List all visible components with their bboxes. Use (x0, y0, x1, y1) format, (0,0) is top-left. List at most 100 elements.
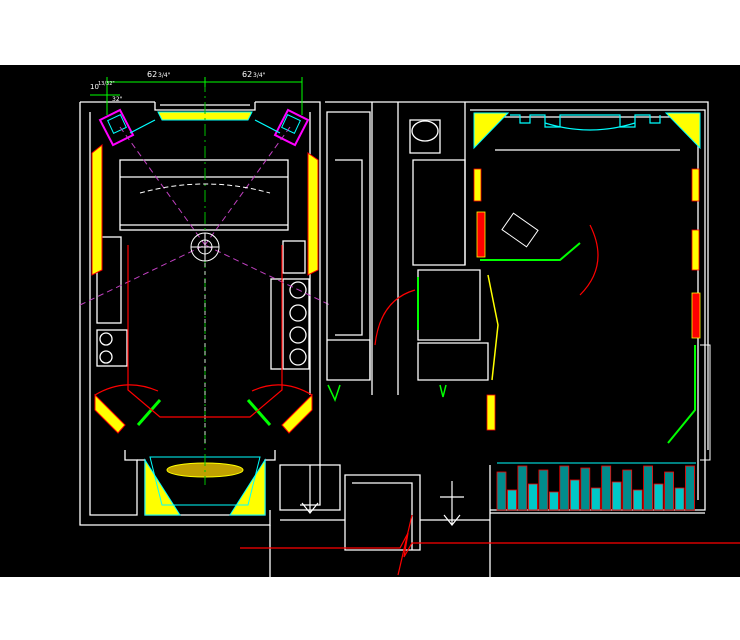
console-edge (120, 176, 288, 226)
corridor-wall-top (325, 101, 709, 450)
live-room-outer (470, 109, 706, 511)
corner-left-upper (94, 393, 126, 434)
floor-plan-svg: 62 3/4" 62 3/4" 10 13/32" 32" (79, 70, 740, 577)
corridor-box-2 (327, 339, 371, 380)
bass-trap-array (496, 462, 696, 511)
dim-small-a: 10 (90, 83, 99, 91)
bass-trap-bar (538, 469, 549, 511)
bass-trap-bar (569, 479, 580, 511)
arrow-down-icon-2 (440, 481, 464, 526)
monitor-right (273, 108, 310, 147)
corridor-green-door-3 (439, 384, 447, 398)
control-room-outer-wall (79, 101, 321, 526)
corridor-box-1-inner (335, 159, 363, 336)
cabinet-mid (417, 269, 481, 341)
bass-trap-bar (653, 483, 664, 511)
dim-left-fraction: 3/4" (158, 72, 171, 79)
corridor-door-swing (374, 289, 416, 346)
speaker-right-1 (289, 281, 307, 299)
sightlines (79, 80, 331, 485)
monitor-left-inner (107, 114, 127, 134)
toilet (409, 119, 441, 154)
bass-trap-bar (632, 489, 643, 511)
live-left-panel-1 (473, 168, 482, 202)
control-room-panels (91, 108, 319, 516)
door-swing-left (94, 384, 159, 396)
live-piano-bench (501, 212, 539, 248)
bottom-wall (269, 465, 491, 577)
bass-trap-bar (528, 483, 538, 511)
live-left-panel-3 (486, 394, 496, 431)
mixing-console (119, 159, 289, 231)
bass-trap-bar (643, 465, 653, 511)
dim-left-value: 62 (147, 70, 157, 79)
live-right-panel-3 (691, 292, 701, 339)
speaker-right-2 (289, 304, 307, 322)
bass-trap-bar (559, 465, 570, 511)
corner-right-upper (281, 393, 313, 434)
door-swing-right (251, 384, 313, 396)
rack-left-upper (96, 236, 122, 324)
listener-icon (190, 232, 220, 262)
corridor-green-door-2 (327, 384, 341, 403)
divider-wall (371, 102, 399, 395)
bass-trap-bar (622, 469, 633, 511)
speaker-left-2 (99, 350, 113, 364)
live-right-panel-1 (691, 168, 700, 202)
speaker-right-3 (289, 326, 307, 344)
monitor-left (98, 108, 135, 147)
rack-right-upper (282, 240, 306, 274)
bass-trap-bar (590, 487, 601, 511)
corner-right-green (246, 399, 272, 426)
room-boundary-red (127, 245, 283, 418)
control-room-inner-wall (89, 112, 138, 516)
right-wall-panel (307, 152, 319, 276)
live-diffuser (510, 114, 661, 128)
live-room (470, 109, 706, 514)
live-green-door-2 (667, 345, 696, 444)
dim-right-value: 62 (242, 70, 252, 79)
live-room-inner (478, 116, 699, 500)
console-arc (139, 183, 271, 194)
bottom-bay-glass (149, 456, 261, 506)
bass-trap-bar (507, 489, 517, 511)
arrow-down-icon (301, 465, 319, 514)
stair-block (279, 464, 341, 511)
control-room (79, 101, 321, 526)
sightline-left (119, 126, 206, 246)
middle-corridor (269, 101, 709, 577)
break-line-icon (240, 514, 740, 576)
door-block (344, 474, 421, 551)
live-door-swing (579, 224, 599, 296)
dim-small-b: 13/32" (98, 81, 115, 87)
bass-trap-bar (611, 481, 622, 511)
live-top-left-trap (473, 112, 510, 150)
bass-trap-bar (517, 465, 528, 511)
sightline-right (204, 126, 291, 246)
sightline-left-wide (79, 244, 331, 306)
door-block-inner (352, 482, 413, 550)
speaker-right-4 (289, 348, 307, 366)
cad-drawing-canvas: 62 3/4" 62 3/4" 10 13/32" 32" (0, 65, 740, 577)
bass-trap-bar (496, 471, 507, 511)
bass-trap-bar (601, 465, 612, 511)
rack-right-lower (270, 278, 310, 370)
bass-trap-bar (674, 487, 685, 511)
live-right-panel-2 (691, 229, 700, 271)
toilet-bowl (411, 120, 439, 142)
front-yellow-panel (157, 111, 253, 121)
monitor-baffle (129, 119, 281, 134)
corner-left-green (136, 399, 162, 426)
left-wall-panel (91, 143, 103, 276)
live-left-panel-2 (476, 211, 486, 258)
rack-left-lower (96, 329, 128, 367)
cabinet-top (412, 159, 466, 266)
live-diffuser-arc (544, 122, 636, 131)
bass-trap-bar (549, 491, 559, 511)
corridor-yellow-line (487, 274, 499, 381)
live-green-door (480, 242, 581, 261)
bass-trap-bar (664, 471, 674, 511)
cabinet-low (417, 342, 489, 381)
bass-trap-bar (685, 465, 695, 511)
speaker-left-1 (99, 332, 113, 346)
